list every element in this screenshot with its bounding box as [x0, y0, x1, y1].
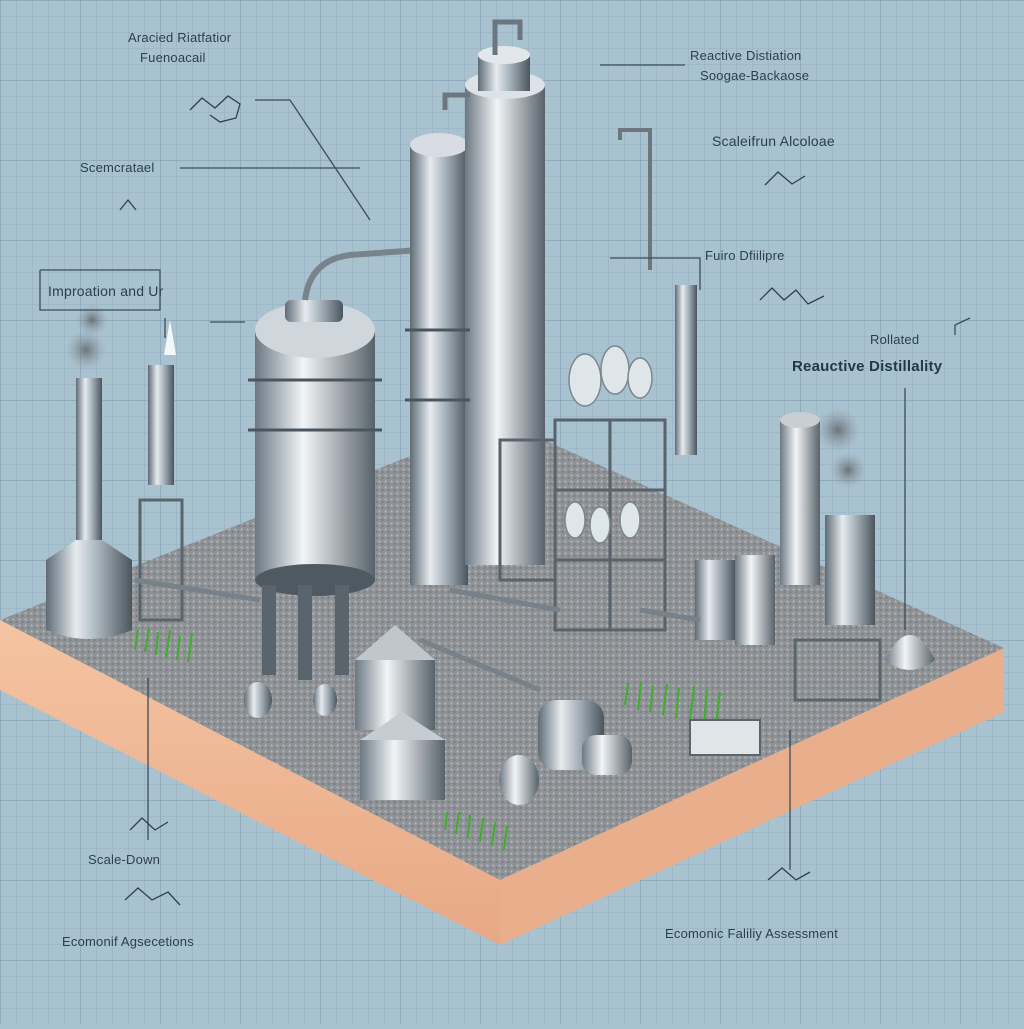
pipework [134, 577, 701, 693]
foreground-tanks [244, 625, 632, 805]
label-right-mid-2: Reauctive Distillality [792, 358, 943, 375]
grass-patches [134, 627, 721, 851]
main-tank [248, 247, 421, 680]
right-stack [618, 128, 697, 455]
smoke-plume [66, 330, 106, 370]
label-top-right-2: Soogae-Backaose [700, 68, 810, 83]
molecule-sketches [119, 95, 825, 906]
label-left-box: Improation and Ur [48, 283, 164, 299]
scaffold-frame [498, 418, 667, 632]
control-panel [689, 719, 761, 756]
label-right-upper: Scaleifrun Alcoloae [712, 133, 835, 149]
label-right-mid-1: Rollated [870, 332, 920, 347]
label-bottom-right: Ecomonic Faliliy Assessment [665, 926, 839, 941]
right-tanks [695, 515, 935, 702]
distillation-columns [405, 19, 545, 585]
label-left-mid: Scemcratael [80, 160, 155, 175]
label-center-mid: Fuiro Dfiilipre [705, 248, 785, 263]
label-top-left-2: Fuenoacail [140, 50, 206, 65]
callout-lines [39, 64, 971, 870]
second-stack [138, 320, 184, 622]
glassware [564, 345, 653, 544]
base-right-side [500, 648, 1004, 945]
label-bottom-left-1: Scale-Down [88, 852, 161, 867]
right-chimney [780, 408, 866, 585]
label-bottom-left-2: Ecomonif Agsecetions [62, 934, 194, 949]
left-stack [46, 304, 132, 639]
label-top-right-1: Reactive Distiation [690, 48, 802, 63]
base-left-side [0, 620, 500, 945]
label-top-left-1: Aracied Riatfatior [128, 30, 232, 45]
gravel-ground [0, 420, 1004, 880]
base-slab [0, 420, 1004, 945]
